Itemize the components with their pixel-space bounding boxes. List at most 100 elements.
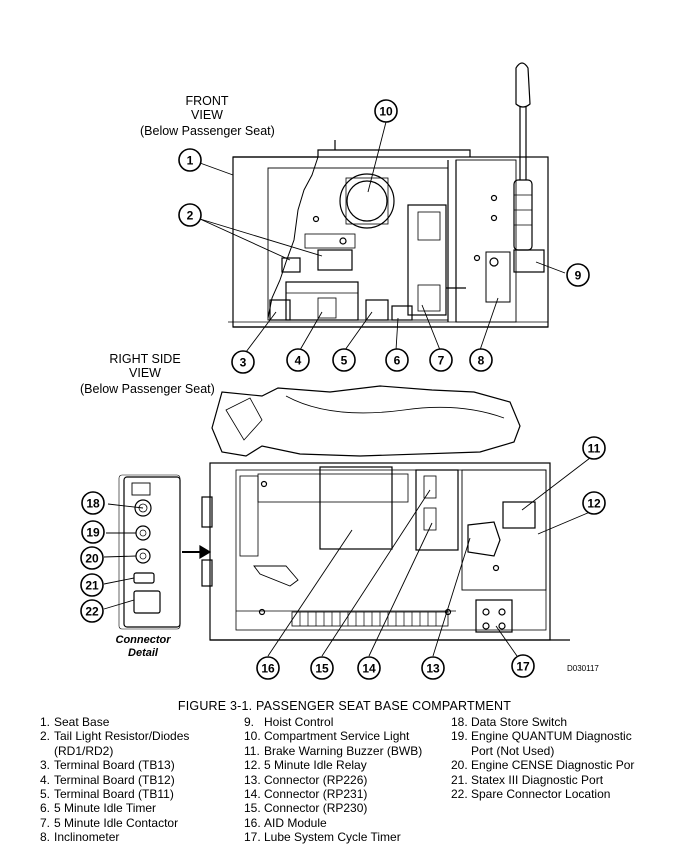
callout-18-label: 18 (86, 497, 100, 511)
seat-cushion (211, 385, 521, 457)
callout-19-label: 19 (86, 526, 100, 540)
callout-1: 1 (178, 148, 202, 172)
callout-21: 21 (80, 573, 104, 597)
legend-item: 11. Brake Warning Buzzer (BWB) (244, 744, 422, 758)
legend-item: 9.Hoist Control (244, 715, 422, 729)
legend-num: 5. (40, 787, 51, 802)
callout-22-label: 22 (85, 605, 99, 619)
legend-item: 13.Connector (RP226) (244, 773, 422, 787)
connector-rp226 (467, 521, 501, 557)
legend-text: Terminal Board (TB11) (54, 787, 174, 802)
right-view-label-line2: VIEW (129, 366, 161, 380)
legend-text: Compartment Service Light (264, 729, 410, 744)
legend-item: 20.Engine CENSE Diagnostic Por (451, 758, 634, 772)
right-side-view-drawing (201, 385, 570, 641)
legend-text: Statex III Diagnostic Port (471, 772, 604, 787)
compartment-light (339, 173, 395, 229)
legend-item: 12.5 Minute Idle Relay (244, 758, 422, 772)
legend-num: 21. (451, 772, 468, 787)
callout-16: 16 (256, 656, 280, 680)
legend-num (40, 744, 54, 758)
callout-9: 9 (566, 263, 590, 287)
callout-11: 11 (582, 436, 606, 460)
front-view-label: FRONT VIEW (172, 94, 242, 122)
legend-num: 7. (40, 815, 51, 830)
front-view-drawing (228, 62, 549, 328)
brake-warning-buzzer (502, 501, 536, 529)
legend-num: 11. (244, 743, 260, 758)
callout-5: 5 (332, 348, 356, 372)
callout-1-label: 1 (187, 154, 194, 168)
right-view-label: RIGHT SIDE VIEW (100, 352, 190, 380)
legend-item: 15.Connector (RP230) (244, 801, 422, 815)
legend-text: Spare Connector Location (471, 787, 611, 802)
legend-column-1: 1.Seat Base 2.Tail Light Resistor/Diodes… (40, 715, 189, 845)
callout-13-label: 13 (426, 662, 440, 676)
legend-num: 22. (451, 787, 468, 802)
terminal-board-tb13 (269, 299, 291, 321)
legend-text: (RD1/RD2) (54, 743, 114, 758)
legend-num: 15. (244, 801, 261, 816)
tail-light-resistor-1 (281, 257, 301, 273)
callout-8: 8 (469, 348, 493, 372)
front-view-label-line2: VIEW (191, 108, 223, 122)
legend-text: Lube System Cycle Timer (264, 830, 401, 845)
legend-item: 10.Compartment Service Light (244, 729, 422, 743)
legend-item: 17.Lube System Cycle Timer (244, 830, 422, 844)
callout-4-label: 4 (295, 354, 302, 368)
legend-item: 6.5 Minute Idle Timer (40, 801, 189, 815)
legend-text: Inclinometer (54, 830, 120, 845)
terminal-board-tb11 (365, 299, 389, 321)
cutaway-edge (267, 156, 319, 319)
right-view-label-line1: RIGHT SIDE (109, 352, 181, 366)
legend-text: Hoist Control (264, 715, 334, 729)
callout-13: 13 (421, 656, 445, 680)
callout-15: 15 (310, 656, 334, 680)
legend-num: 14. (244, 787, 261, 802)
callout-14-label: 14 (362, 662, 376, 676)
legend-text: Brake Warning Buzzer (BWB) (264, 743, 423, 758)
callout-4: 4 (286, 348, 310, 372)
cense-port (135, 548, 151, 564)
legend-item: 14.Connector (RP231) (244, 787, 422, 801)
callout-10: 10 (374, 99, 398, 123)
legend-num: 17. (244, 830, 261, 845)
idle-contactor (407, 204, 447, 316)
callout-12: 12 (582, 491, 606, 515)
hoist-lever (513, 62, 545, 273)
drawing-id: D030117 (567, 664, 599, 673)
legend-text: Seat Base (54, 715, 110, 729)
callout-22: 22 (80, 599, 104, 623)
legend-text: Engine CENSE Diagnostic Por (471, 758, 635, 773)
legend-item: 2.Tail Light Resistor/Diodes (40, 729, 189, 743)
legend-num: 4. (40, 772, 51, 787)
legend-num: 16. (244, 815, 261, 830)
tail-light-resistor-2 (317, 249, 353, 271)
lube-timer (475, 599, 513, 633)
legend-num: 19. (451, 729, 468, 744)
legend-text: Tail Light Resistor/Diodes (54, 729, 190, 744)
aid-module (319, 466, 393, 550)
leader-lines (103, 121, 591, 657)
callout-6: 6 (385, 348, 409, 372)
legend-num: 3. (40, 758, 51, 773)
statex-port (133, 572, 155, 584)
legend-item: 5.Terminal Board (TB11) (40, 787, 189, 801)
callout-5-label: 5 (341, 354, 348, 368)
callout-19: 19 (81, 520, 105, 544)
legend-num: 10. (244, 729, 261, 744)
terminal-strip (291, 611, 449, 627)
legend-column-3: 18.Data Store Switch 19.Engine QUANTUM D… (451, 715, 634, 801)
legend-num: 1. (40, 715, 51, 729)
legend-item: 7.5 Minute Idle Contactor (40, 816, 189, 830)
callout-20-label: 20 (85, 552, 99, 566)
legend-item: Port (Not Used) (451, 744, 634, 758)
callout-7: 7 (429, 348, 453, 372)
spare-connector (133, 590, 161, 614)
technical-drawing: 1 2 3 4 5 6 7 8 9 10 11 12 13 14 15 16 1… (80, 62, 606, 680)
legend-text: Terminal Board (TB12) (54, 772, 175, 787)
legend-text: Connector (RP231) (264, 787, 368, 802)
connector-detail-caption: Connector Detail (108, 634, 178, 660)
callout-9-label: 9 (575, 269, 582, 283)
callout-11-label: 11 (588, 442, 601, 456)
